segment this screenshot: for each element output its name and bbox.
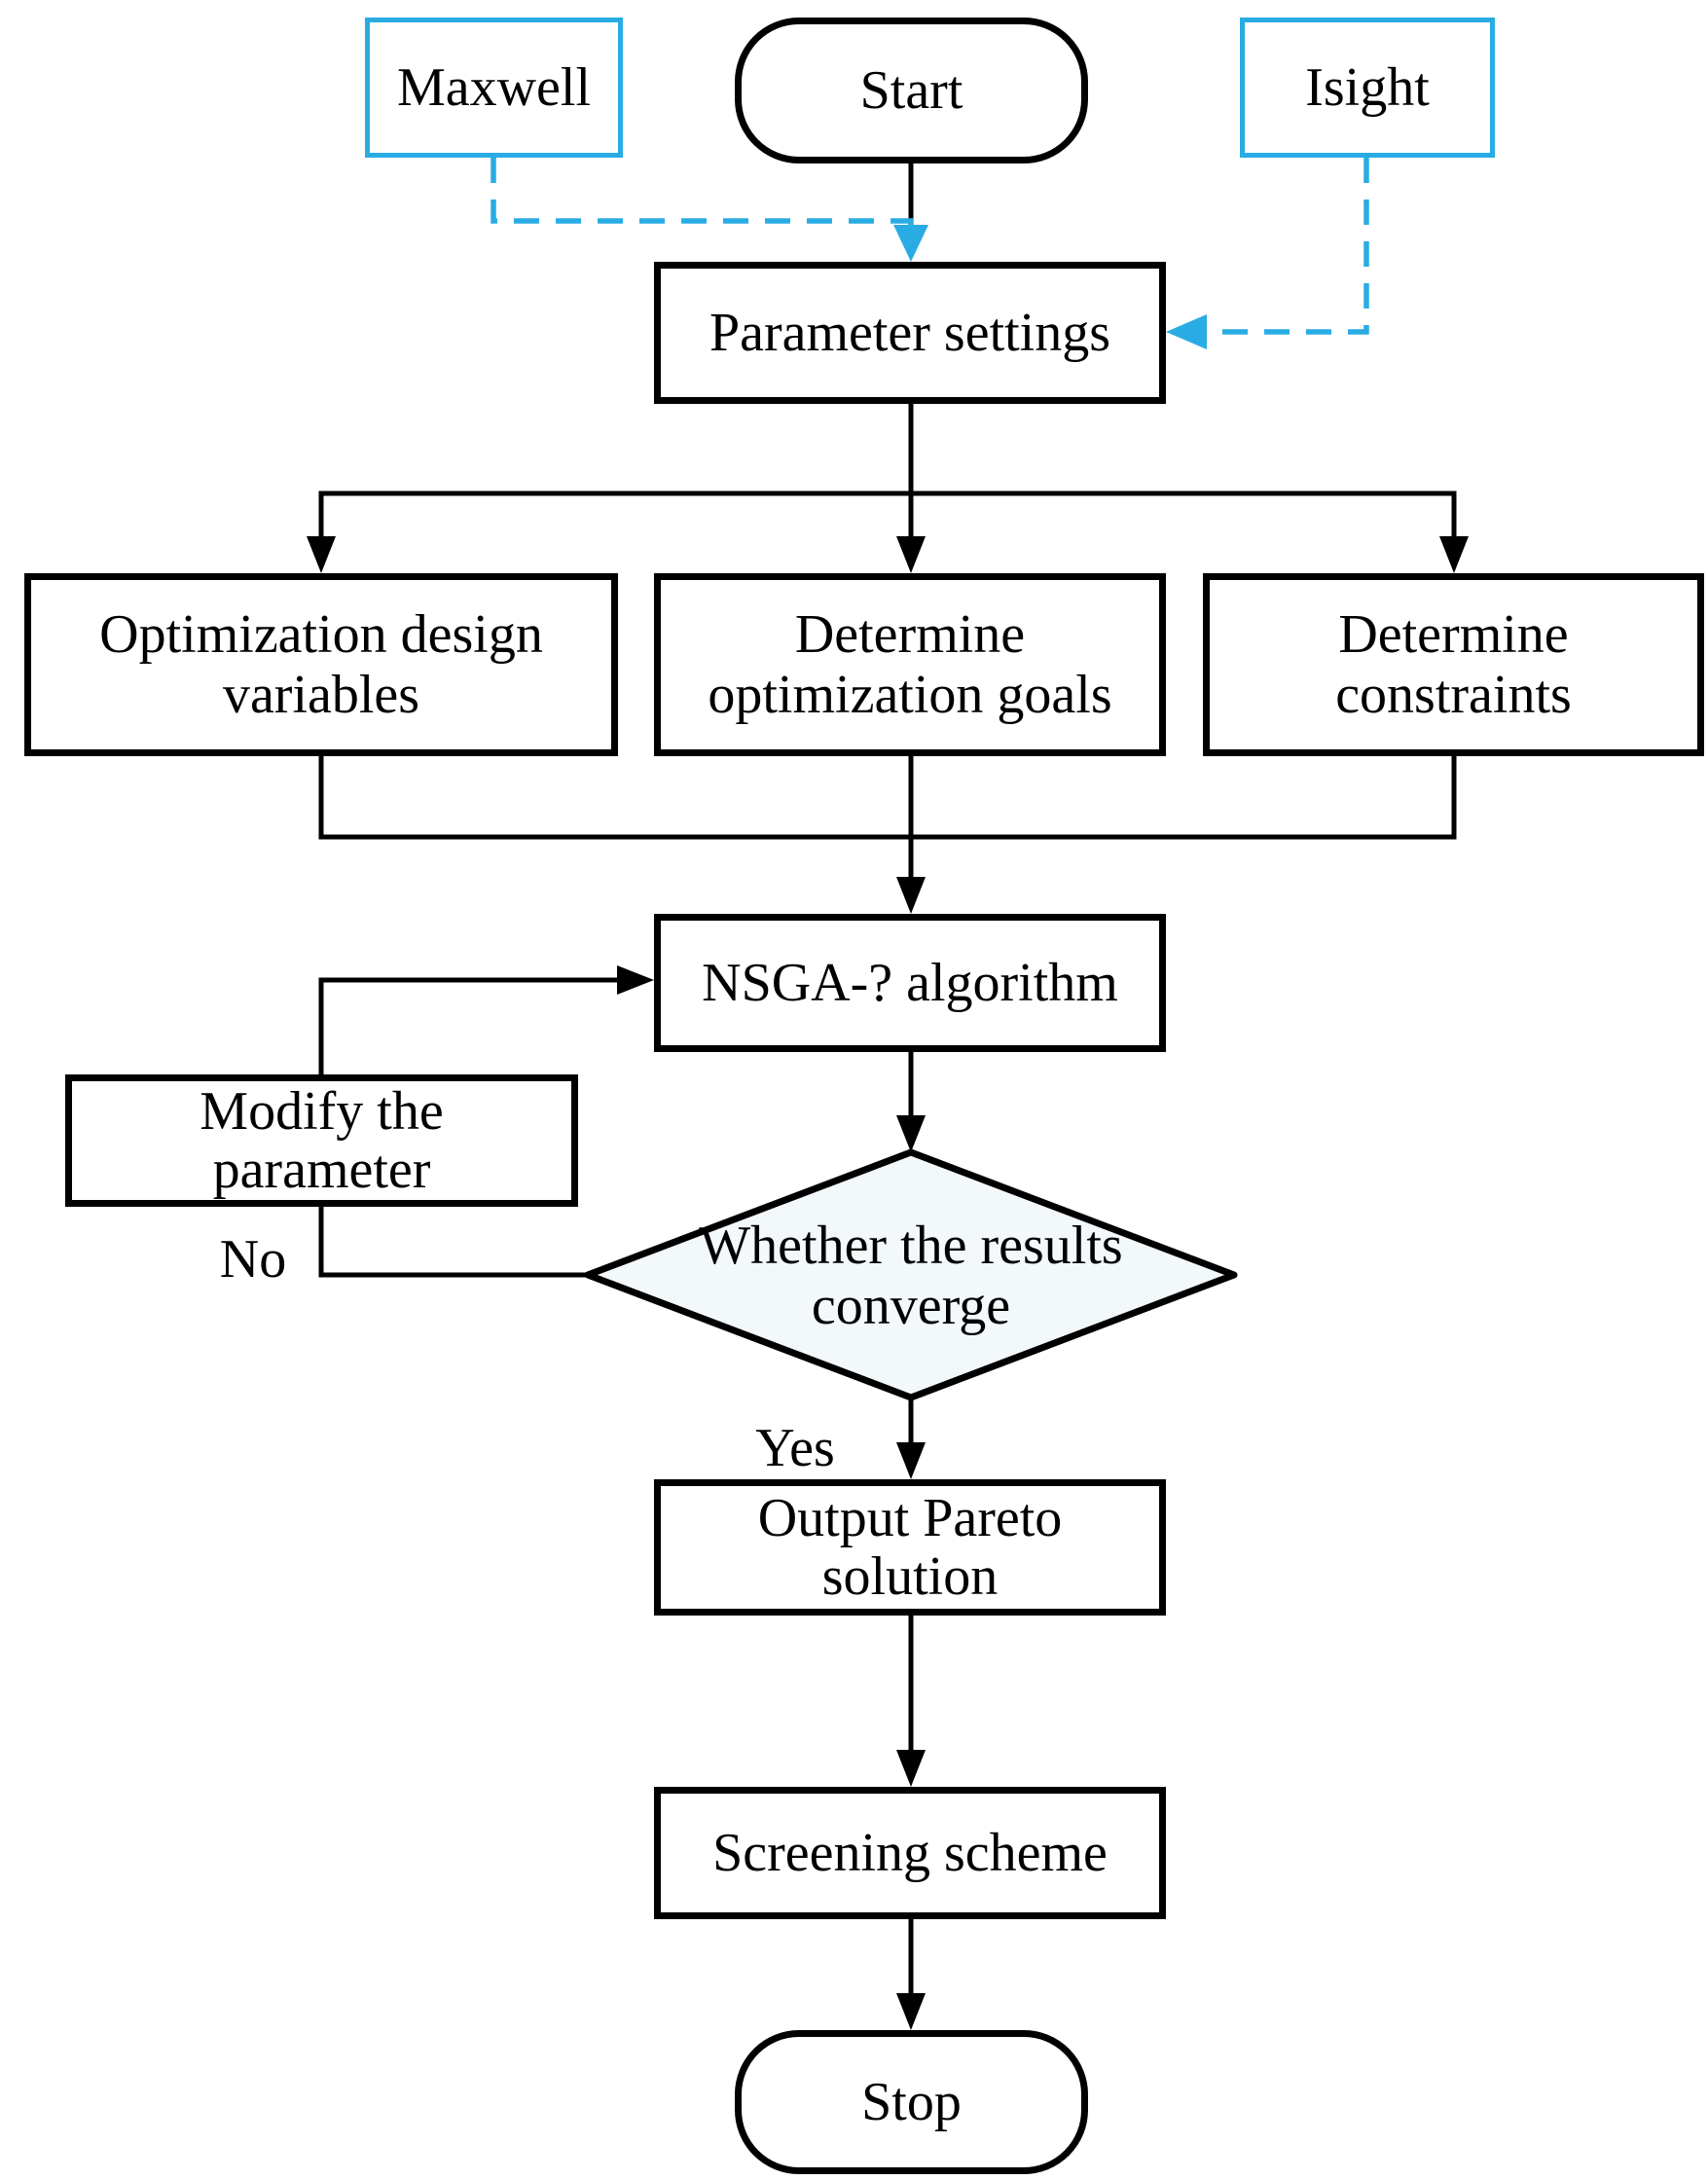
node-nsga-algorithm-label: NSGA-? algorithm — [702, 953, 1118, 1013]
decision-diamond-shape — [584, 1148, 1238, 1401]
arrowhead-into-output — [896, 1442, 926, 1479]
node-nsga-algorithm: NSGA-? algorithm — [654, 914, 1166, 1052]
arrowhead-into-screening — [896, 1750, 926, 1787]
arrowhead-into-nsga-top — [896, 877, 926, 914]
edge-label-no: No — [200, 1228, 307, 1290]
arrowhead-cyan-into-parameter-right — [1166, 314, 1207, 349]
arrowhead-cyan-into-parameter-top — [893, 225, 928, 262]
arrowhead-into-constraints — [1439, 536, 1469, 573]
node-screening-scheme: Screening scheme — [654, 1787, 1166, 1919]
node-parameter-settings: Parameter settings — [654, 262, 1166, 404]
edge-label-yes-text: Yes — [755, 1418, 835, 1478]
node-determine-optimization-goals: Determine optimization goals — [654, 573, 1166, 756]
edge-no-path — [318, 1207, 586, 1278]
node-output-pareto-line1: Output Pareto — [757, 1488, 1063, 1548]
arrowhead-into-nsga-left — [617, 965, 654, 995]
node-screening-scheme-label: Screening scheme — [712, 1823, 1108, 1883]
edge-label-no-text: No — [219, 1229, 287, 1290]
node-maxwell: Maxwell — [365, 18, 623, 158]
node-stop: Stop — [735, 2030, 1088, 2174]
node-stop-label: Stop — [861, 2072, 962, 2132]
node-determine-optimization-goals-line1: Determine — [794, 604, 1026, 665]
edge-feedback-to-modify — [318, 977, 621, 1074]
node-isight: Isight — [1240, 18, 1495, 158]
node-optimization-design-variables-line1: Optimization design — [99, 604, 543, 665]
node-isight-label: Isight — [1305, 57, 1430, 118]
arrowhead-into-stop — [896, 1993, 926, 2030]
node-determine-optimization-goals-line2: optimization goals — [708, 665, 1112, 725]
node-optimization-design-variables-line2: variables — [222, 665, 420, 725]
node-start-label: Start — [859, 60, 963, 121]
node-output-pareto: Output Pareto solution — [654, 1479, 1166, 1616]
node-optimization-design-variables: Optimization design variables — [24, 573, 618, 756]
node-determine-constraints: Determine constraints — [1203, 573, 1704, 756]
node-maxwell-label: Maxwell — [396, 57, 592, 118]
node-modify-parameter: Modify the parameter — [65, 1074, 578, 1207]
edge-maxwell-dashed — [491, 158, 914, 230]
node-determine-constraints-line1: Determine — [1338, 604, 1569, 665]
node-parameter-settings-label: Parameter settings — [709, 303, 1111, 363]
arrowhead-into-goals — [896, 536, 926, 573]
arrowhead-into-variables — [307, 536, 336, 573]
edge-merge-line — [318, 756, 1457, 840]
node-modify-parameter-line1: Modify the — [200, 1081, 444, 1142]
edge-label-yes: Yes — [732, 1417, 858, 1479]
edge-branch-line — [318, 490, 1457, 542]
node-converge-decision-line1: Whether the results — [699, 1216, 1123, 1276]
node-output-pareto-line2: solution — [821, 1546, 999, 1607]
node-converge-decision-line2: converge — [811, 1276, 1011, 1336]
arrowhead-into-diamond — [896, 1115, 926, 1152]
node-determine-constraints-line2: constraints — [1335, 665, 1572, 725]
edge-isight-dashed — [1210, 158, 1369, 335]
node-converge-decision-label: Whether the results converge — [570, 1193, 1252, 1359]
node-modify-parameter-line2: parameter — [212, 1140, 431, 1200]
node-start: Start — [735, 18, 1088, 164]
